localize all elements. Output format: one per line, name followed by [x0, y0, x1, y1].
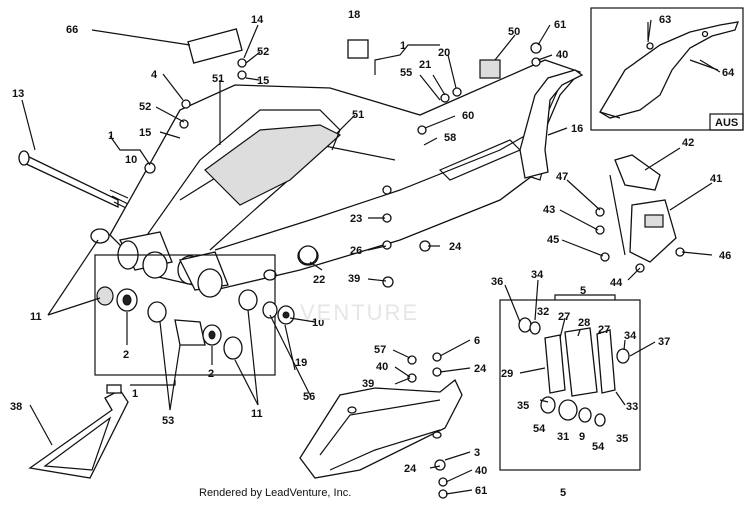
callout-51: 51 — [212, 73, 224, 85]
callout-32: 32 — [537, 306, 549, 318]
callout-61: 61 — [475, 485, 487, 497]
callout-15: 15 — [257, 75, 269, 87]
callout-45: 45 — [547, 234, 559, 246]
callout-2: 2 — [208, 368, 214, 380]
callout-1: 1 — [132, 388, 138, 400]
callout-44: 44 — [610, 277, 623, 289]
callout-26: 26 — [350, 245, 362, 257]
callout-39: 39 — [362, 378, 374, 390]
callout-63: 63 — [659, 14, 671, 26]
callout-33: 33 — [626, 401, 638, 413]
callout-28: 28 — [578, 317, 590, 329]
callout-53: 53 — [162, 415, 174, 427]
callout-15: 15 — [139, 127, 151, 139]
callout-31: 31 — [557, 431, 569, 443]
callout-41: 41 — [710, 173, 722, 185]
swing-arm — [109, 59, 584, 291]
callout-60: 60 — [462, 110, 474, 122]
callout-19: 19 — [295, 357, 307, 369]
callout-10: 10 — [312, 317, 324, 329]
chain-guide-3 — [299, 378, 463, 479]
callout-27: 27 — [558, 311, 570, 323]
callout-40: 40 — [556, 49, 568, 61]
callout-16: 16 — [571, 123, 583, 135]
callout-52: 52 — [139, 101, 151, 113]
callout-1: 1 — [108, 130, 114, 142]
axle-13 — [18, 99, 129, 209]
callout-37: 37 — [658, 336, 670, 348]
callout-5: 5 — [560, 487, 566, 499]
callout-23: 23 — [350, 213, 362, 225]
callout-52: 52 — [257, 46, 269, 58]
callout-54: 54 — [533, 423, 546, 435]
callout-34: 34 — [624, 330, 637, 342]
callout-56: 56 — [303, 391, 315, 403]
callout-50: 50 — [508, 26, 520, 38]
callout-66: 66 — [66, 24, 78, 36]
callout-5: 5 — [580, 285, 586, 297]
callout-10: 10 — [125, 154, 137, 166]
callout-2: 2 — [123, 349, 129, 361]
callout-1: 1 — [400, 40, 406, 52]
callout-27: 27 — [598, 324, 610, 336]
stand-38 — [28, 384, 129, 479]
callout-61: 61 — [554, 19, 566, 31]
callout-24: 24 — [404, 463, 417, 475]
callout-64: 64 — [722, 67, 735, 79]
callout-54: 54 — [592, 441, 605, 453]
inset-aus-label: AUS — [715, 117, 738, 129]
bracket-41-42 — [609, 154, 677, 263]
callout-57: 57 — [374, 344, 386, 356]
callout-18: 18 — [348, 9, 360, 21]
hardware — [144, 28, 685, 499]
leader-lines — [29, 19, 721, 495]
credit-text: Rendered by LeadVenture, Inc. — [199, 487, 352, 499]
adjuster-group-5 — [499, 299, 641, 471]
callout-34: 34 — [531, 269, 544, 281]
callout-36: 36 — [491, 276, 503, 288]
callout-43: 43 — [543, 204, 555, 216]
callout-24: 24 — [449, 241, 462, 253]
callout-6: 6 — [474, 335, 480, 347]
callout-46: 46 — [719, 250, 731, 262]
callout-29: 29 — [501, 368, 513, 380]
callout-labels: 66 14 52 15 4 52 51 15 13 1 10 18 1 55 2… — [10, 9, 738, 499]
callout-9: 9 — [579, 431, 585, 443]
callout-58: 58 — [444, 132, 456, 144]
callout-35: 35 — [616, 433, 628, 445]
callout-40: 40 — [376, 361, 388, 373]
callout-55: 55 — [400, 67, 412, 79]
callout-20: 20 — [438, 47, 450, 59]
callout-42: 42 — [682, 137, 694, 149]
callout-40: 40 — [475, 465, 487, 477]
callout-51: 51 — [352, 109, 364, 121]
callout-22: 22 — [313, 274, 325, 286]
callout-38: 38 — [10, 401, 22, 413]
callout-39: 39 — [348, 273, 360, 285]
callout-13: 13 — [12, 88, 24, 100]
watermark: VENTURE — [300, 300, 420, 325]
callout-3: 3 — [474, 447, 480, 459]
callout-11: 11 — [251, 408, 263, 420]
exploded-bushings — [94, 254, 295, 376]
callout-14: 14 — [251, 14, 264, 26]
callout-21: 21 — [419, 59, 431, 71]
callout-4: 4 — [151, 69, 158, 81]
callout-35: 35 — [517, 400, 529, 412]
callout-11: 11 — [30, 311, 42, 323]
inset-aus — [590, 7, 744, 131]
callout-47: 47 — [556, 171, 568, 183]
callout-24: 24 — [474, 363, 487, 375]
